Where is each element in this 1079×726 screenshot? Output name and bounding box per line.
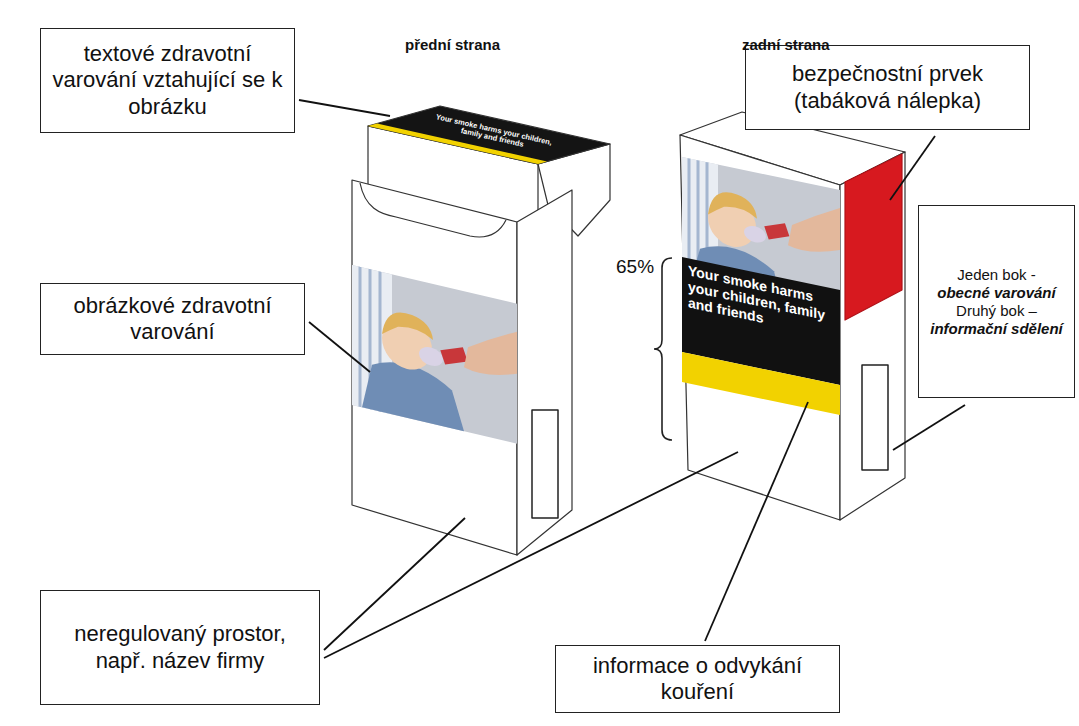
callout-text: textové zdravotní varování vztahující se… [51, 41, 284, 120]
adult-hand [788, 197, 840, 258]
leader-line [893, 405, 965, 450]
collar-cut [360, 183, 506, 237]
leader-line [324, 452, 738, 658]
leader-line [890, 136, 935, 200]
pack-side-face [840, 152, 905, 520]
callout-box: bezpečnostní prvek (tabáková nálepka) [745, 45, 1030, 130]
front-pack [352, 106, 610, 555]
callout-text: obecné varování [925, 284, 1068, 302]
leader-line [309, 322, 370, 372]
quitline-strip [682, 352, 840, 415]
leader-lines [299, 100, 965, 658]
callout-text: Jeden bok - [925, 266, 1068, 284]
side-panel-mark [532, 410, 558, 518]
side-caption: zadní strana [742, 36, 830, 54]
leader-line [705, 402, 808, 641]
pack-back-face [680, 135, 840, 520]
inhaler-mask [419, 345, 443, 369]
inhaler [440, 347, 467, 364]
dimension-label: 65% [616, 256, 654, 279]
leader-line [299, 100, 390, 116]
callout-box: Jeden bok -obecné varováníDruhý bok –inf… [918, 205, 1075, 398]
callout-text: neregulovaný prostor, např. název firmy [51, 621, 309, 674]
child-hair [382, 308, 433, 346]
child-hair [708, 188, 757, 225]
callout-text: informace o odvykání kouření [566, 653, 829, 706]
dimension-bracket [654, 258, 672, 440]
callout-text: obrázkové zdravotní varování [51, 293, 294, 346]
photo-ground [352, 265, 517, 444]
inhaler [764, 223, 789, 239]
lid-warning-text: Your smoke harms your children, family a… [433, 113, 554, 155]
callout-text: informační sdělení [925, 320, 1068, 338]
side-panel-mark [862, 365, 888, 470]
callout-box: neregulovaný prostor, např. název firmy [40, 590, 320, 705]
callout-text: Druhý bok – [925, 302, 1068, 320]
inhaler-mask [744, 224, 766, 245]
back-picture [682, 157, 840, 415]
back-pack [680, 112, 905, 520]
front-picture [352, 265, 517, 444]
pack-front-face [352, 180, 517, 555]
callout-box: textové zdravotní varování vztahující se… [40, 28, 295, 133]
side-caption: přední strana [405, 36, 500, 54]
lid-panel [368, 106, 610, 164]
adult-hand [464, 319, 517, 381]
leader-line [324, 518, 465, 650]
warning-text: Your smoke harms your children, family a… [682, 157, 834, 341]
callout-box: obrázkové zdravotní varování [40, 283, 305, 355]
callout-box: informace o odvykání kouření [555, 645, 840, 713]
callout-text: bezpečnostní prvek (tabáková nálepka) [756, 61, 1019, 114]
tax-stamp [845, 154, 902, 320]
pack-side-face [517, 190, 572, 555]
